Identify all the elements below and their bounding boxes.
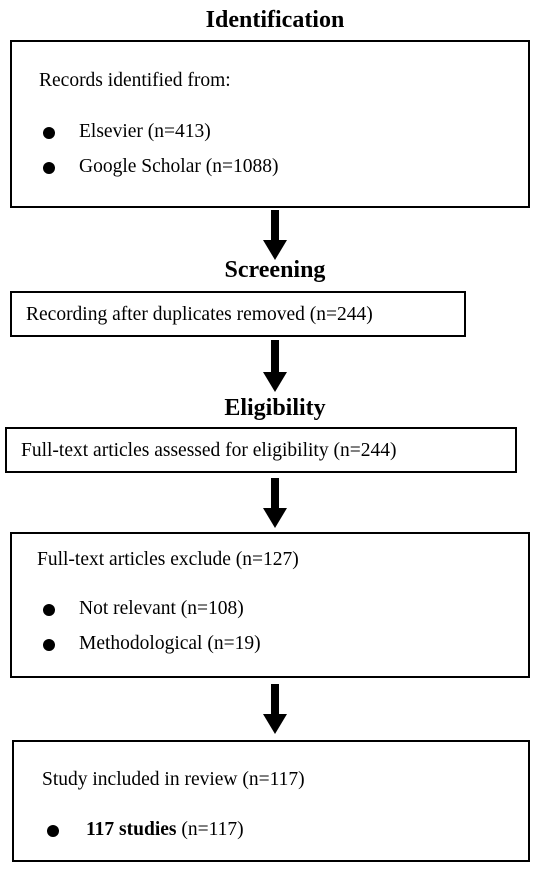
list-item: 117 studies (n=117) xyxy=(86,818,244,842)
down-arrow-icon xyxy=(263,684,287,734)
eligibility-text: Full-text articles assessed for eligibil… xyxy=(21,440,397,461)
list-item: Methodological (n=19) xyxy=(79,633,261,654)
eligibility-box: Full-text articles assessed for eligibil… xyxy=(5,427,517,473)
down-arrow-icon xyxy=(263,340,287,392)
heading-screening: Screening xyxy=(224,257,326,283)
bullet-icon xyxy=(47,825,59,837)
heading-identification: Identification xyxy=(205,7,345,33)
exclusion-title: Full-text articles exclude (n=127) xyxy=(37,549,299,570)
included-title: Study included in review (n=117) xyxy=(42,769,305,790)
included-count-rest: (n=117) xyxy=(176,819,244,840)
down-arrow-icon xyxy=(263,478,287,528)
screening-box: Recording after duplicates removed (n=24… xyxy=(10,291,466,337)
down-arrow-icon xyxy=(263,210,287,260)
bullet-icon xyxy=(43,162,55,174)
list-item: Not relevant (n=108) xyxy=(79,598,244,619)
bullet-icon xyxy=(43,127,55,139)
list-item: Google Scholar (n=1088) xyxy=(79,156,279,177)
list-item: Elsevier (n=413) xyxy=(79,121,211,142)
exclusion-box: Full-text articles exclude (n=127) Not r… xyxy=(10,532,530,678)
screening-text: Recording after duplicates removed (n=24… xyxy=(26,304,373,325)
identification-box: Records identified from: Elsevier (n=413… xyxy=(10,40,530,208)
heading-eligibility: Eligibility xyxy=(224,395,326,421)
included-box: Study included in review (n=117) 117 stu… xyxy=(12,740,530,862)
included-count-bold: 117 studies xyxy=(86,819,177,840)
identification-title: Records identified from: xyxy=(39,70,231,91)
bullet-icon xyxy=(43,604,55,616)
bullet-icon xyxy=(43,639,55,651)
